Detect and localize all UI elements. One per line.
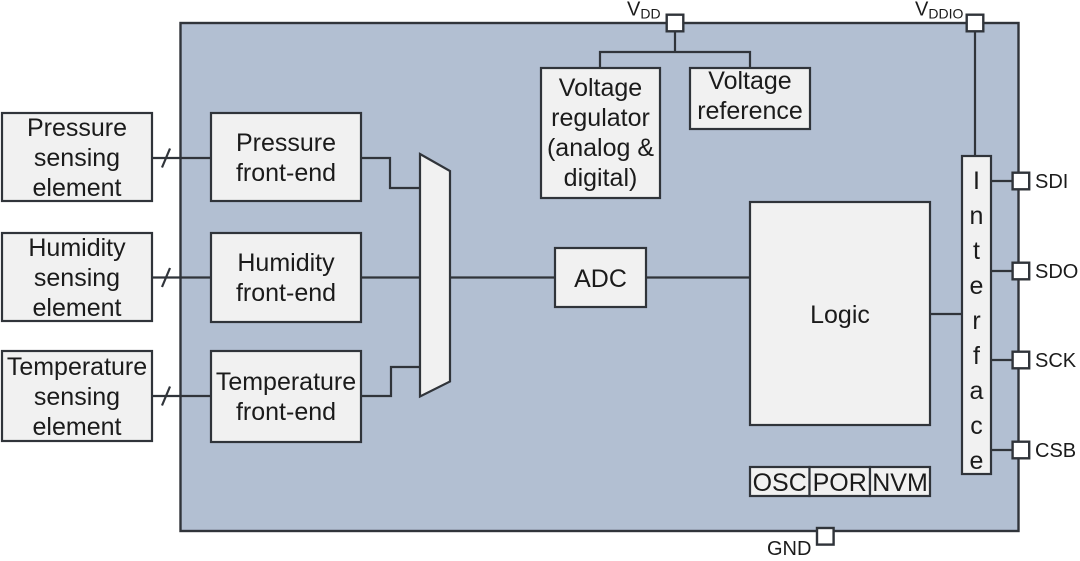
svg-text:regulator: regulator [551, 104, 650, 132]
svg-text:element: element [33, 174, 122, 202]
svg-text:n: n [970, 202, 984, 230]
svg-text:Temperature: Temperature [7, 353, 147, 381]
svg-text:GND: GND [767, 538, 811, 560]
svg-text:front-end: front-end [236, 279, 336, 307]
svg-text:t: t [973, 237, 980, 265]
svg-text:Humidity: Humidity [237, 249, 335, 277]
svg-text:element: element [33, 294, 122, 322]
svg-text:sensing: sensing [34, 264, 120, 292]
svg-text:Pressure: Pressure [27, 114, 127, 142]
svg-text:SDI: SDI [1035, 171, 1068, 193]
svg-text:SDO: SDO [1035, 261, 1078, 283]
svg-text:Humidity: Humidity [28, 234, 126, 262]
svg-text:NVM: NVM [872, 469, 928, 497]
svg-text:sensing: sensing [34, 144, 120, 172]
svg-text:Voltage: Voltage [559, 74, 642, 102]
svg-text:e: e [970, 272, 984, 300]
svg-text:sensing: sensing [34, 383, 120, 411]
svg-text:e: e [970, 447, 984, 475]
svg-text:ADC: ADC [574, 265, 627, 293]
svg-text:element: element [33, 413, 122, 441]
svg-text:r: r [972, 307, 980, 335]
svg-text:SCK: SCK [1035, 350, 1077, 372]
svg-text:Voltage: Voltage [708, 67, 791, 95]
svg-text:OSC: OSC [753, 469, 807, 497]
svg-text:reference: reference [697, 97, 803, 125]
svg-text:Pressure: Pressure [236, 129, 336, 157]
svg-text:f: f [973, 342, 980, 370]
svg-text:VDDIO: VDDIO [915, 0, 963, 22]
svg-text:front-end: front-end [236, 398, 336, 426]
svg-text:a: a [970, 377, 984, 405]
svg-text:CSB: CSB [1035, 440, 1076, 462]
svg-text:front-end: front-end [236, 159, 336, 187]
svg-text:I: I [973, 167, 980, 195]
svg-text:VDD: VDD [627, 0, 661, 22]
svg-text:(analog &: (analog & [547, 134, 654, 162]
svg-text:digital): digital) [564, 164, 638, 192]
svg-text:Logic: Logic [810, 301, 870, 329]
svg-text:POR: POR [813, 469, 867, 497]
svg-text:c: c [970, 412, 983, 440]
svg-text:Temperature: Temperature [216, 368, 356, 396]
